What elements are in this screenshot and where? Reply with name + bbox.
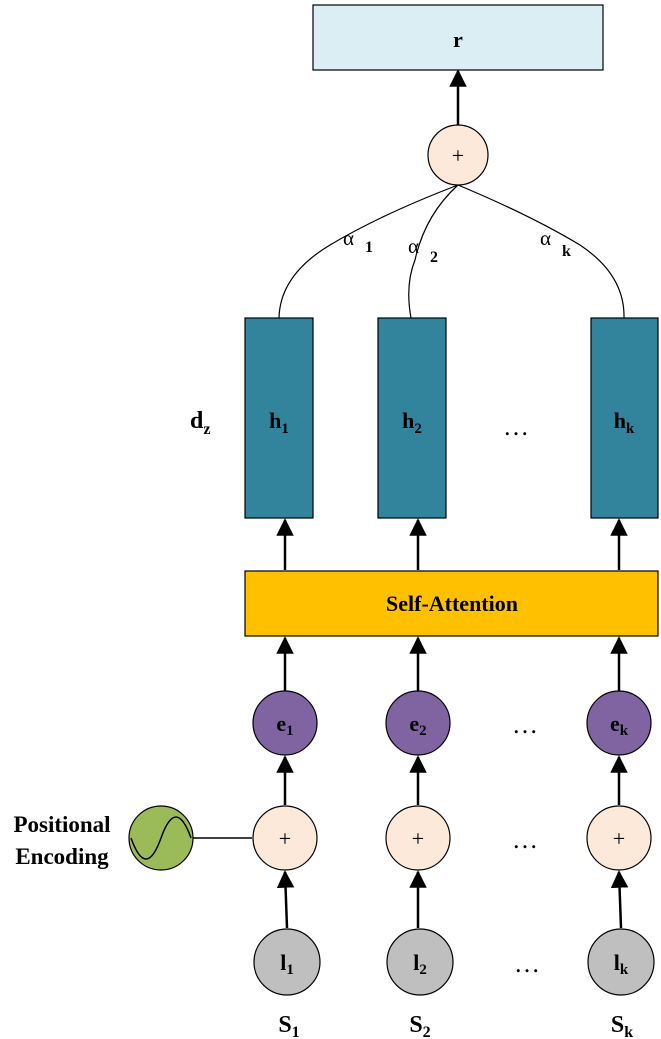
add-circle-k bbox=[586, 805, 652, 871]
inputs: l1 l2 lk bbox=[253, 928, 655, 996]
input-circle-k bbox=[587, 928, 655, 996]
weight-line-1 bbox=[278, 184, 459, 319]
sequence-label-k: Sk bbox=[611, 1012, 633, 1039]
add-nodes: + + + bbox=[252, 805, 652, 871]
input-circle-1 bbox=[253, 928, 321, 996]
positional-encoding-line1: Positional bbox=[13, 812, 110, 837]
embedding-circle-2 bbox=[385, 690, 451, 756]
positional-encoding: Positional Encoding bbox=[13, 805, 252, 871]
input-ellipsis: … bbox=[514, 949, 540, 978]
hidden-box-k bbox=[590, 317, 659, 519]
arrow-lk-addk bbox=[610, 870, 629, 929]
hidden-box-1 bbox=[244, 317, 314, 519]
add-symbol-k: + bbox=[613, 826, 625, 851]
hidden-label-2: h2 bbox=[402, 408, 422, 437]
sequence-label-2: S2 bbox=[409, 1012, 430, 1039]
add-symbol-2: + bbox=[412, 826, 424, 851]
add-circle-1 bbox=[252, 805, 318, 871]
alpha-k-symbol: α bbox=[540, 226, 551, 250]
embedding-label-1: e1 bbox=[276, 711, 293, 739]
embedding-label-2: e2 bbox=[409, 711, 426, 739]
input-label-k: lk bbox=[614, 950, 629, 978]
embedding-to-attention-arrows bbox=[276, 636, 628, 692]
weight-line-k bbox=[457, 184, 625, 319]
hidden-label-k: hk bbox=[614, 408, 635, 437]
embedding-ellipsis: … bbox=[512, 710, 538, 739]
add-circle-2 bbox=[385, 805, 451, 871]
top-sum-symbol: + bbox=[452, 143, 464, 168]
weight-labels: α 1 α 2 α k bbox=[343, 226, 571, 266]
alpha-1-subscript: 1 bbox=[365, 239, 373, 256]
alpha-k-subscript: k bbox=[562, 243, 571, 260]
self-attention-box bbox=[244, 570, 659, 637]
input-circle-2 bbox=[386, 928, 454, 996]
hidden-states: h1 h2 hk bbox=[244, 317, 659, 519]
input-to-add-arrows bbox=[276, 870, 629, 929]
weight-line-2 bbox=[408, 184, 459, 319]
output-node: r bbox=[312, 4, 604, 71]
attention-to-hidden-arrows bbox=[276, 518, 628, 570]
embedding-circle-1 bbox=[252, 690, 318, 756]
input-label-1: l1 bbox=[280, 950, 294, 978]
add-symbol-1: + bbox=[279, 826, 291, 851]
top-sum-node: + bbox=[427, 124, 489, 186]
input-label-2: l2 bbox=[413, 950, 427, 978]
self-attention-block: Self-Attention bbox=[244, 570, 659, 637]
output-label: r bbox=[453, 27, 463, 52]
sine-wave-icon bbox=[130, 816, 192, 860]
hidden-ellipsis: … bbox=[503, 412, 529, 441]
add-to-embedding-arrows bbox=[276, 755, 628, 805]
sequence-label-1: S1 bbox=[278, 1012, 299, 1039]
alpha-2-subscript: 2 bbox=[430, 249, 438, 266]
add-ellipsis: … bbox=[512, 825, 538, 854]
arrow-l1-add1 bbox=[276, 870, 295, 929]
sequence-labels: S1 S2 Sk bbox=[278, 1012, 633, 1039]
self-attention-label: Self-Attention bbox=[386, 591, 518, 616]
embedding-circle-k bbox=[586, 690, 652, 756]
dimension-label: dz bbox=[190, 408, 210, 438]
embeddings: e1 e2 ek bbox=[252, 690, 652, 756]
output-box bbox=[312, 4, 604, 71]
hidden-box-2 bbox=[377, 317, 447, 519]
alpha-2-symbol: α bbox=[408, 234, 419, 258]
embedding-label-k: ek bbox=[610, 711, 629, 739]
positional-encoding-line2: Encoding bbox=[15, 844, 109, 869]
weight-connectors bbox=[278, 184, 625, 319]
alpha-1-symbol: α bbox=[343, 226, 354, 250]
hidden-label-1: h1 bbox=[269, 408, 289, 437]
